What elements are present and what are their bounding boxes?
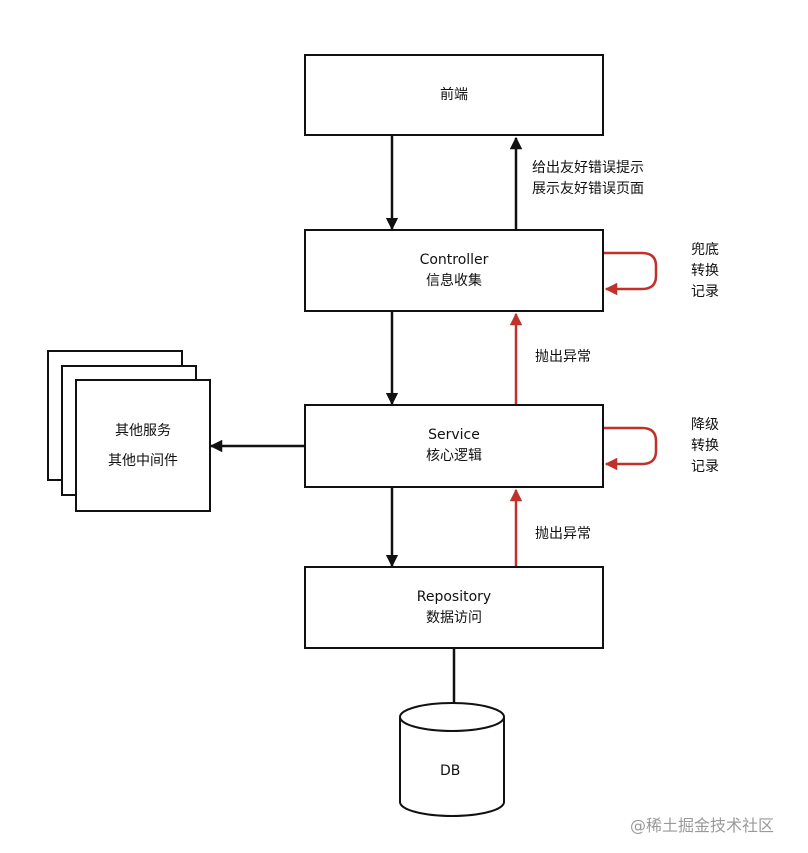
controller-loop-line1: 兜底: [691, 242, 719, 258]
controller-subtitle: 信息收集: [426, 272, 482, 289]
db-label: DB: [440, 763, 461, 779]
service-self-loop-arrow: [604, 426, 658, 471]
service-box: Service 核心逻辑: [304, 404, 604, 488]
service-loop-line3: 记录: [691, 459, 719, 475]
throw-exception-label-upper: 抛出异常: [535, 349, 591, 365]
service-loop-annotation: 降级 转换 记录: [688, 415, 722, 478]
controller-self-loop-arrow: [604, 251, 658, 296]
service-title: Service: [428, 427, 480, 443]
db-cylinder: [399, 702, 505, 817]
repository-subtitle: 数据访问: [426, 609, 482, 626]
controller-title: Controller: [419, 251, 489, 268]
service-subtitle: 核心逻辑: [426, 448, 482, 464]
service-loop-line2: 转换: [691, 438, 719, 454]
friendly-error-line2: 展示友好错误页面: [532, 181, 644, 197]
controller-loop-annotation: 兜底 转换 记录: [688, 240, 722, 303]
throw-exception-label-lower: 抛出异常: [535, 526, 591, 542]
frontend-label: 前端: [440, 86, 468, 103]
watermark: @稀土掘金技术社区: [630, 816, 775, 835]
other-services-line2: 其他中间件: [108, 452, 178, 469]
other-services-line1: 其他服务: [115, 422, 171, 439]
repository-box: Repository 数据访问: [304, 566, 604, 649]
controller-loop-line2: 转换: [691, 263, 719, 279]
friendly-error-annotation: 给出友好错误提示 展示友好错误页面: [532, 158, 644, 200]
repository-title: Repository: [416, 588, 492, 605]
service-loop-line1: 降级: [691, 417, 719, 433]
friendly-error-line1: 给出友好错误提示: [532, 160, 644, 176]
controller-loop-line3: 记录: [691, 284, 719, 300]
controller-box: Controller 信息收集: [304, 229, 604, 312]
frontend-box: 前端: [304, 54, 604, 136]
other-services-box: 其他服务 其他中间件: [75, 379, 211, 512]
